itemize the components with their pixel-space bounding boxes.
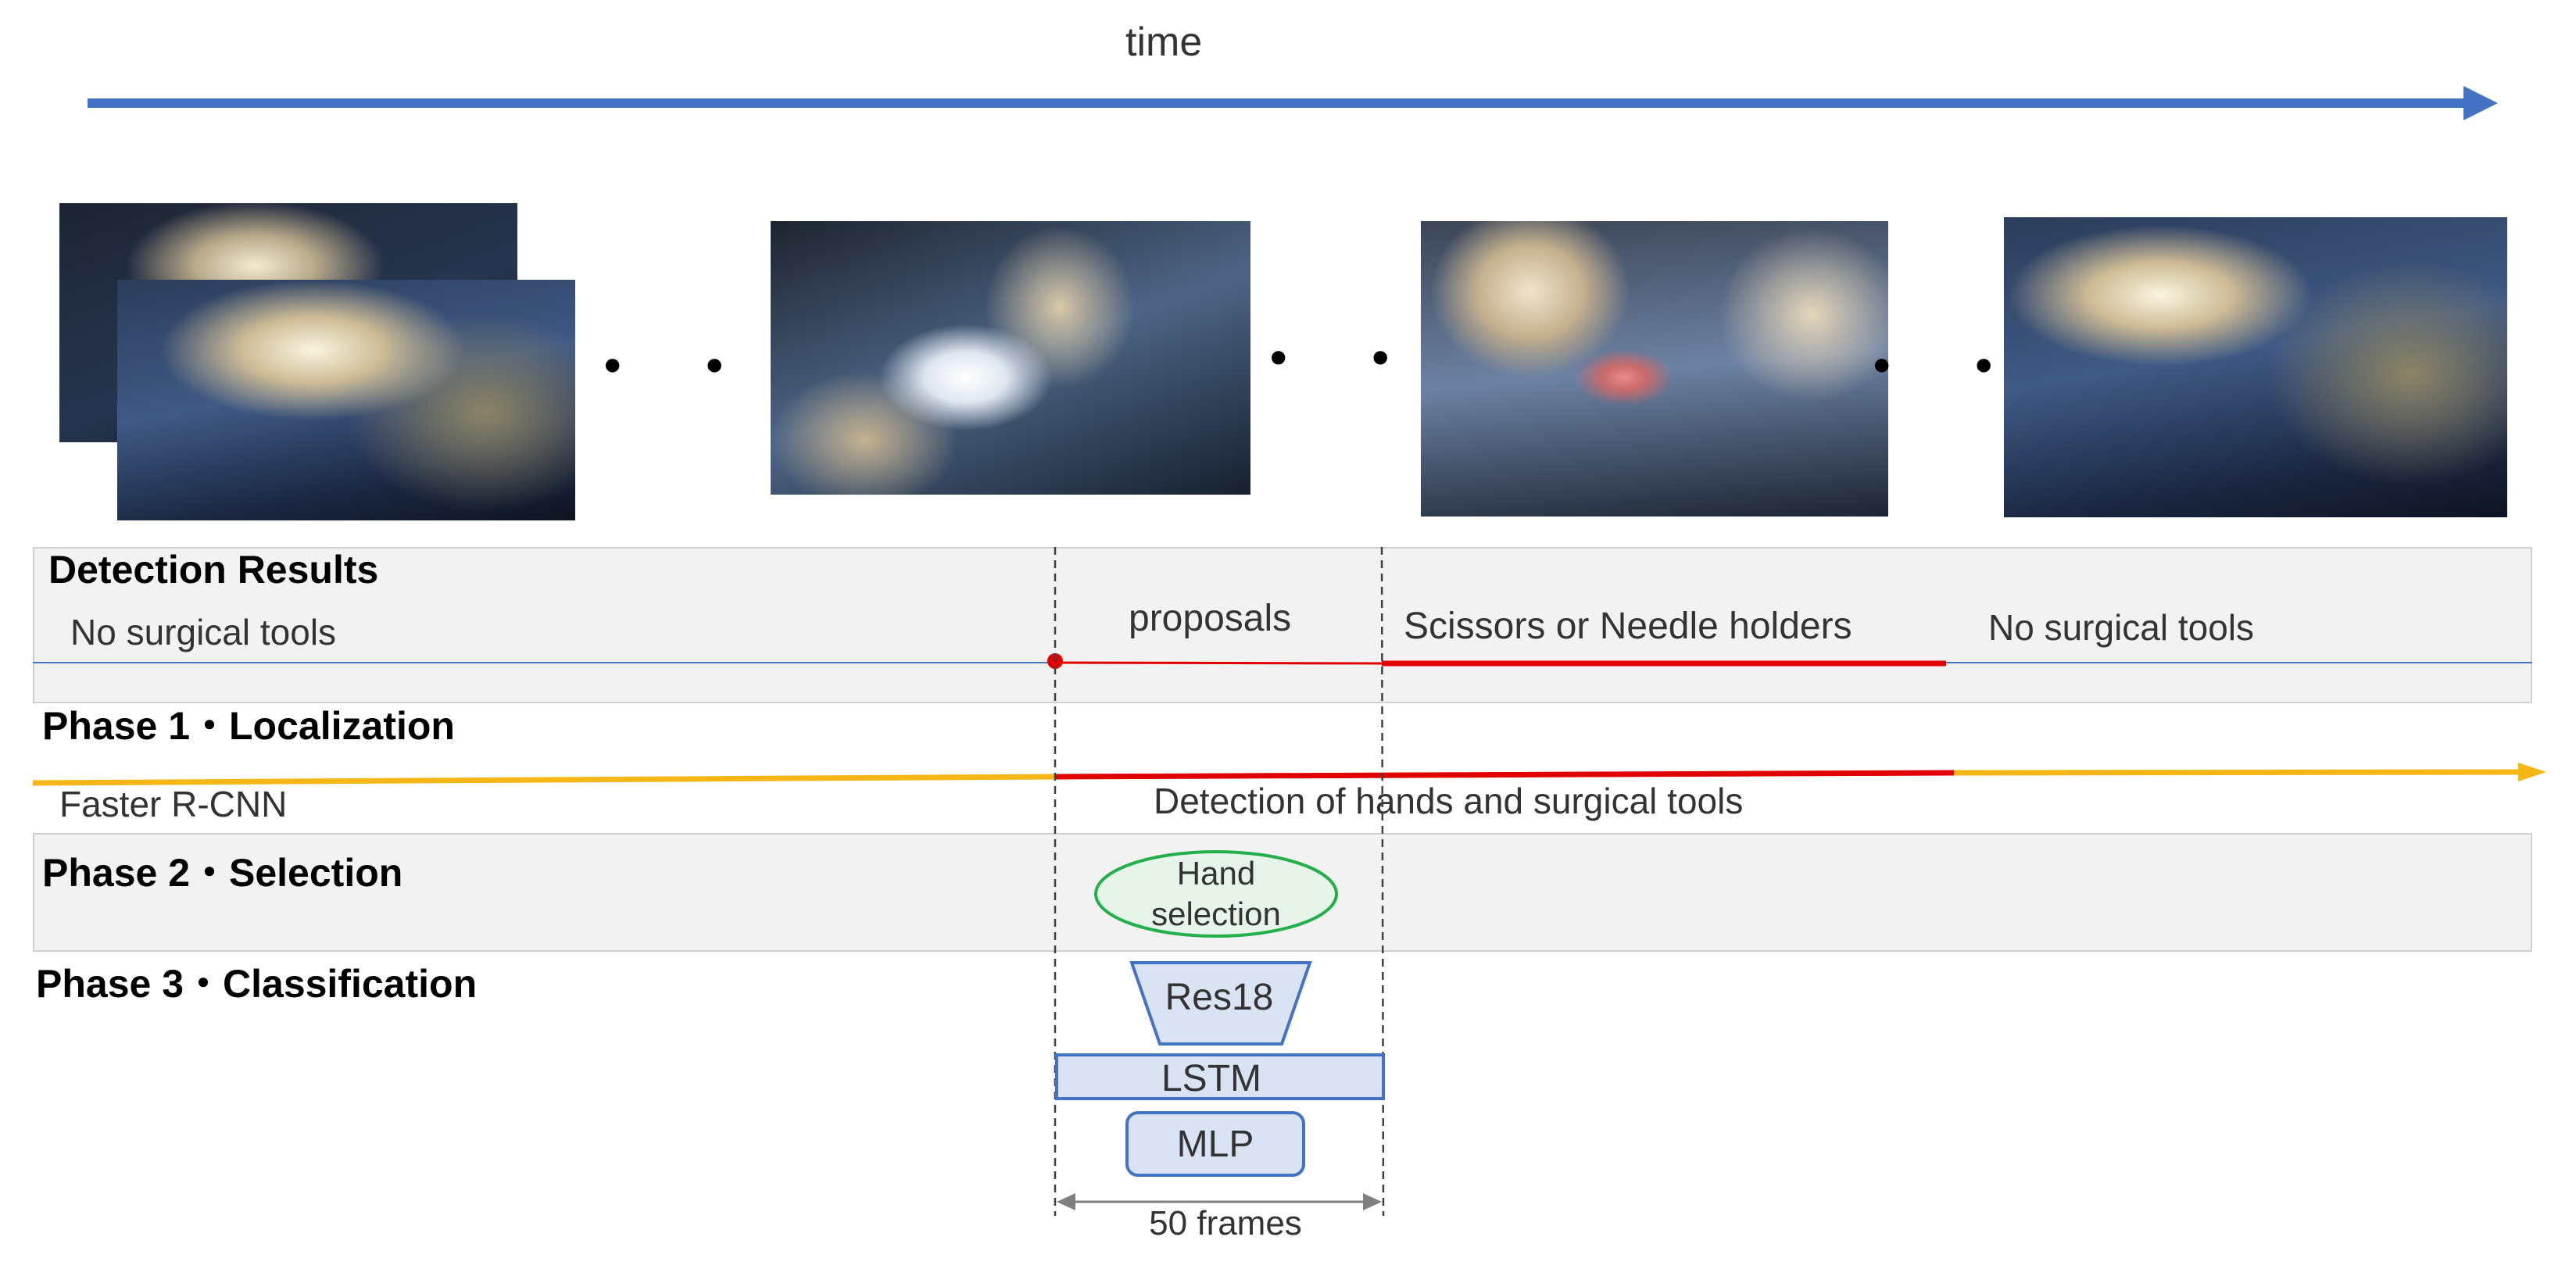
phase3-title: Phase 3・Classification	[36, 962, 478, 1006]
mlp-block	[1125, 1111, 1305, 1177]
detection-results-title: Detection Results	[48, 548, 379, 592]
phase2-title: Phase 2・Selection	[42, 851, 403, 895]
label-no-tools-right: No surgical tools	[1988, 607, 2255, 648]
hand-selection-line1: Hand	[1177, 855, 1255, 892]
res18-label: Res18	[1165, 977, 1274, 1018]
time-arrow	[88, 86, 2498, 120]
video-frame-1	[117, 280, 575, 520]
video-frame-4	[2004, 217, 2507, 517]
lstm-label: LSTM	[1161, 1058, 1261, 1099]
label-no-tools-left: No surgical tools	[70, 612, 337, 652]
hand-selection-ellipse	[1094, 850, 1338, 938]
frames-arrow-left	[1057, 1193, 1075, 1210]
window-boundary-right	[1380, 546, 1385, 1217]
timeline-orange-right	[1953, 769, 2525, 776]
mlp-label: MLP	[1177, 1124, 1254, 1165]
faster-rcnn-label: Faster R-CNN	[59, 784, 288, 824]
frames-arrow-right	[1363, 1193, 1382, 1210]
hand-selection-line2: selection	[1151, 895, 1281, 932]
timeline-arrowhead	[2518, 763, 2546, 781]
phase1-title: Phase 1・Localization	[42, 704, 455, 748]
frames-label: 50 frames	[1149, 1204, 1302, 1242]
label-scissors-or-needle-holders: Scissors or Needle holders	[1404, 606, 1852, 647]
res18-block	[1129, 961, 1312, 1046]
video-frame-3	[1421, 221, 1888, 517]
label-proposals: proposals	[1129, 598, 1292, 639]
timeline-red	[1054, 770, 1955, 780]
detection-results-band	[33, 547, 2532, 703]
time-label: time	[1125, 20, 1203, 65]
detection-note: Detection of hands and surgical tools	[1154, 781, 1744, 821]
video-frame-2	[771, 221, 1250, 495]
lstm-block	[1055, 1053, 1385, 1100]
timeline-orange-left	[32, 774, 1056, 786]
